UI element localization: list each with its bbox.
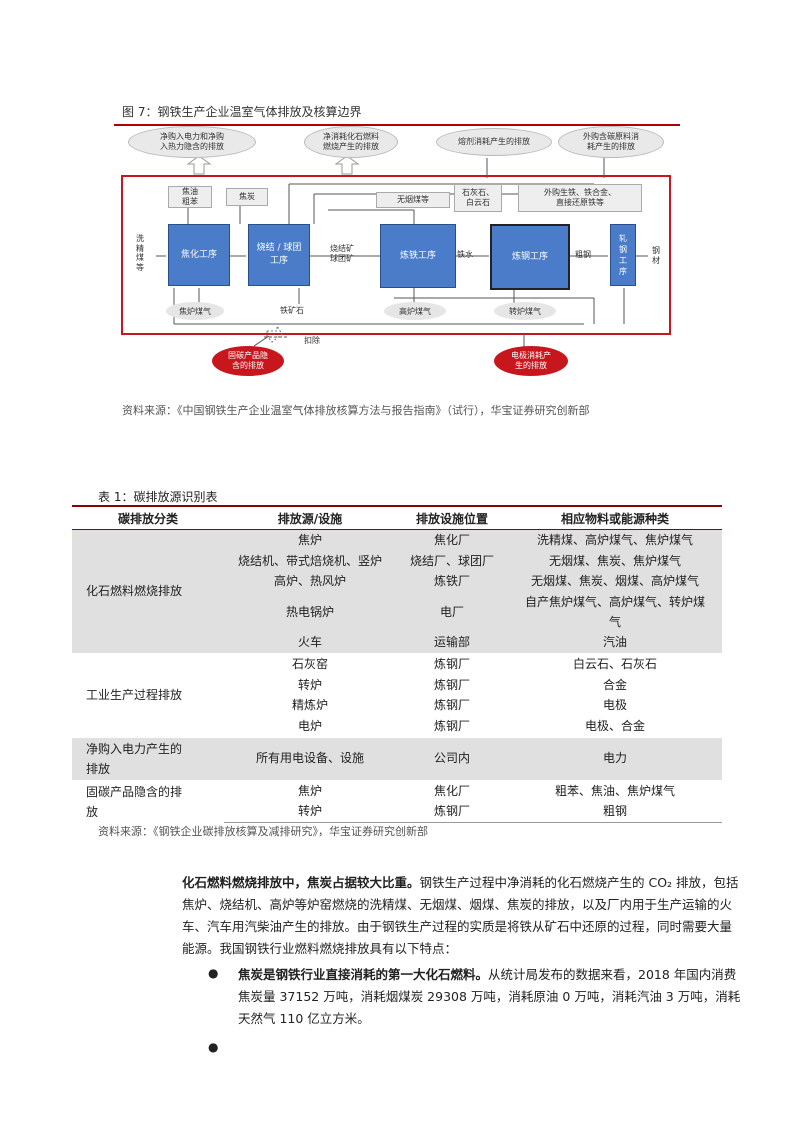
table-row: 化石燃料燃烧排放 焦炉 焦化厂 洗精煤、高炉煤气、焦炉煤气 [72, 529, 722, 654]
table-row: 精炼炉 炼钢厂 电极 [72, 695, 722, 716]
cell-location: 炼钢厂 [396, 652, 508, 675]
cell-material: 汽油 [508, 632, 722, 654]
category-fossil-fuel: 化石燃料燃烧排放 [72, 529, 224, 654]
cell-location: 运输部 [396, 632, 508, 654]
input-coke: 焦炭 [226, 188, 268, 206]
header-facility: 排放源/设施 [224, 505, 396, 530]
bullet-dot-2: ● [208, 1040, 219, 1054]
cell-material: 电极、合金 [584, 718, 645, 733]
process-diagram: 净购入电力和净购 入热力隐含的排放 净消耗化石燃料 燃烧产生的排放 熔剂消耗产生… [114, 126, 680, 388]
flow-iron-ore: 铁矿石 [280, 306, 304, 315]
gas-converter: 转炉煤气 [494, 302, 556, 320]
gas-coke-oven: 焦炉煤气 [166, 302, 224, 320]
table-row: 固碳产品隐含的排 放 焦炉 焦化厂 粗苯、焦油、焦炉煤气 [72, 779, 722, 823]
cell-facility: 焦炉 [224, 779, 396, 802]
table-row: 高炉、热风炉 炼铁厂 无烟煤、焦炭、烟煤、高炉煤气 [72, 571, 722, 593]
cell-location: 烧结厂、球团厂 [396, 550, 508, 572]
cell-location: 电厂 [396, 592, 508, 633]
process-coking: 焦化工序 [168, 224, 230, 286]
cell-material: 粗钢 [508, 801, 722, 824]
cloud-purchased-power: 净购入电力和净购 入热力隐含的排放 [128, 126, 256, 158]
cell-facility: 所有用电设备、设施 [224, 736, 396, 781]
cell-location: 焦化厂 [396, 529, 508, 551]
bullet-text: 从统计局发布的数据来看，2018 年国内消费焦炭量 37152 万吨，消耗烟煤炭… [238, 967, 741, 1026]
cell-material: 无烟煤、焦炭、烟煤、高炉煤气 [508, 571, 722, 593]
cell-facility: 火车 [224, 632, 396, 654]
figure-caption: 图 7：钢铁生产企业温室气体排放及核算边界 [122, 105, 362, 119]
table-header-row: 碳排放分类 排放源/设施 排放设施位置 相应物料或能源种类 [72, 505, 722, 530]
cell-material: 合金 [602, 677, 627, 692]
input-tar-benzene: 焦油 粗苯 [168, 186, 212, 208]
input-anthracite: 无烟煤等 [376, 192, 450, 208]
deduct-label: 扣除 [304, 336, 320, 345]
flow-crude-steel: 粗钢 [575, 250, 591, 259]
cell-material: 洗精煤、高炉煤气、焦炉煤气 [508, 529, 722, 551]
cell-material: 白云石、石灰石 [508, 652, 722, 675]
cell-location: 炼钢厂 [433, 677, 470, 692]
cell-location: 炼铁厂 [396, 571, 508, 593]
figure-source: 资料来源：《中国钢铁生产企业温室气体排放核算方法与报告指南》（试行），华宝证券研… [122, 404, 590, 417]
table-row: 电炉 炼钢厂 电极、合金 [72, 716, 722, 737]
cell-material: 电力 [508, 736, 722, 781]
cloud-carbon-input: 外购含碳原料消 耗产生的排放 [558, 126, 664, 158]
flow-sinter-ore: 烧结矿 球团矿 [330, 244, 354, 263]
process-ironmaking: 炼铁工序 [380, 224, 456, 288]
paragraph-text: 钢铁生产过程中净消耗的化石燃烧产生的 CO₂ 排放，包括焦炉、烧结机、高炉等炉窑… [182, 875, 739, 956]
cell-facility: 焦炉 [224, 529, 396, 551]
table-row: 工业生产过程排放 石灰窑 炼钢厂 白云石、石灰石 [72, 652, 722, 738]
table-row: 转炉 炼钢厂 粗钢 [72, 801, 722, 824]
cell-facility: 热电锅炉 [224, 592, 396, 633]
cloud-fuel-combustion: 净消耗化石燃料 燃烧产生的排放 [304, 126, 398, 158]
cell-facility: 电炉 [297, 718, 322, 733]
cell-location: 焦化厂 [396, 779, 508, 802]
cell-facility: 转炉 [297, 677, 322, 692]
cell-material: 粗苯、焦油、焦炉煤气 [508, 779, 722, 802]
emission-electrode: 电极消耗产 生的排放 [494, 346, 568, 376]
flow-washed-coal: 洗 精 煤 等 [136, 234, 144, 272]
table-row: 净购入电力产生的 排放 所有用电设备、设施 公司内 电力 [72, 736, 722, 781]
cell-facility: 精炼炉 [291, 698, 328, 713]
bullet-dot-1: ● [208, 966, 219, 980]
table-row: 转炉 炼钢厂 合金 [72, 675, 722, 696]
emission-fixed-carbon: 固碳产品隐 含的排放 [212, 346, 284, 376]
emission-source-table: 碳排放分类 排放源/设施 排放设施位置 相应物料或能源种类 化石燃料燃烧排放 焦… [72, 505, 722, 824]
cell-material: 电极 [602, 698, 627, 713]
gas-blast-furnace: 高炉煤气 [384, 302, 446, 320]
header-location: 排放设施位置 [396, 505, 508, 530]
header-category: 碳排放分类 [72, 505, 224, 530]
cell-facility: 转炉 [224, 801, 396, 824]
process-sinter: 烧结 / 球团 工序 [248, 224, 310, 286]
cell-material: 自产焦炉煤气、高炉煤气、转炉煤 气 [508, 592, 722, 633]
cloud-flux-consumption: 熔剂消耗产生的排放 [436, 128, 552, 156]
cell-location: 炼钢厂 [396, 801, 508, 824]
cell-facility: 高炉、热风炉 [224, 571, 396, 593]
table-row: 烧结机、带式焙烧机、竖炉 烧结厂、球团厂 无烟煤、焦炭、焦炉煤气 [72, 550, 722, 572]
header-material: 相应物料或能源种类 [508, 505, 722, 530]
table-title: 表 1：碳排放源识别表 [98, 490, 218, 504]
paragraph-lead: 化石燃料燃烧排放中，焦炭占据较大比重。 [182, 875, 420, 890]
category-industrial-process: 工业生产过程排放 [72, 652, 224, 738]
cell-location: 公司内 [396, 736, 508, 781]
process-rolling: 轧 钢 工 序 [610, 224, 636, 286]
bullet-item-1: 焦炭是钢铁行业直接消耗的第一大化石燃料。从统计局发布的数据来看，2018 年国内… [238, 964, 742, 1030]
category-purchased-power: 净购入电力产生的 排放 [72, 736, 224, 781]
table-row: 火车 运输部 汽油 [72, 632, 722, 654]
diagram-lines [121, 155, 671, 348]
cell-material: 无烟煤、焦炭、焦炉煤气 [508, 550, 722, 572]
cell-location: 炼钢厂 [433, 718, 470, 733]
flow-molten-iron: 铁水 [457, 250, 473, 259]
category-fixed-carbon: 固碳产品隐含的排 放 [72, 779, 224, 823]
table-source: 资料来源：《钢铁企业碳排放核算及减排研究》，华宝证券研究创新部 [98, 825, 428, 838]
body-paragraph: 化石燃料燃烧排放中，焦炭占据较大比重。钢铁生产过程中净消耗的化石燃烧产生的 CO… [182, 872, 742, 960]
cell-location: 炼钢厂 [433, 698, 470, 713]
process-steelmaking: 炼钢工序 [490, 224, 570, 290]
cell-facility: 石灰窑 [224, 652, 396, 675]
input-limestone: 石灰石、 白云石 [454, 184, 502, 212]
cell-facility: 烧结机、带式焙烧机、竖炉 [224, 550, 396, 572]
caption-rule [114, 124, 680, 126]
bullet-lead: 焦炭是钢铁行业直接消耗的第一大化石燃料。 [238, 967, 489, 982]
input-pig-iron: 外购生铁、铁合金、 直接还原铁等 [518, 184, 642, 212]
flow-steel-product: 钢 材 [652, 246, 660, 265]
